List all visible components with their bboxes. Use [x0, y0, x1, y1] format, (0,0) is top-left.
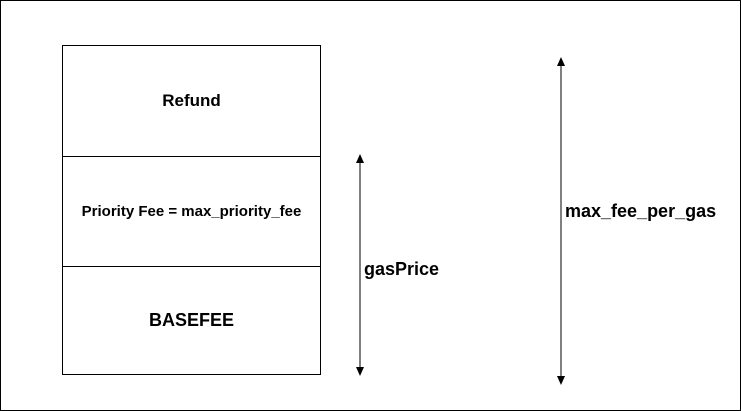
gas-price-label: gasPrice	[364, 259, 440, 279]
max-fee-arrow	[557, 57, 565, 385]
basefee-label: BASEFEE	[148, 310, 235, 330]
basefee-block: BASEFEE	[63, 266, 320, 374]
fee-stack: Refund Priority Fee = max_priority_fee B…	[62, 45, 321, 375]
refund-block: Refund	[63, 46, 320, 156]
priority-fee-block: Priority Fee = max_priority_fee	[63, 156, 320, 266]
refund-label: Refund	[162, 91, 221, 110]
max-fee-per-gas-label: max_fee_per_gas	[565, 201, 717, 221]
gas-price-arrow	[356, 154, 364, 376]
priority-fee-label: Priority Fee = max_priority_fee	[81, 203, 302, 220]
